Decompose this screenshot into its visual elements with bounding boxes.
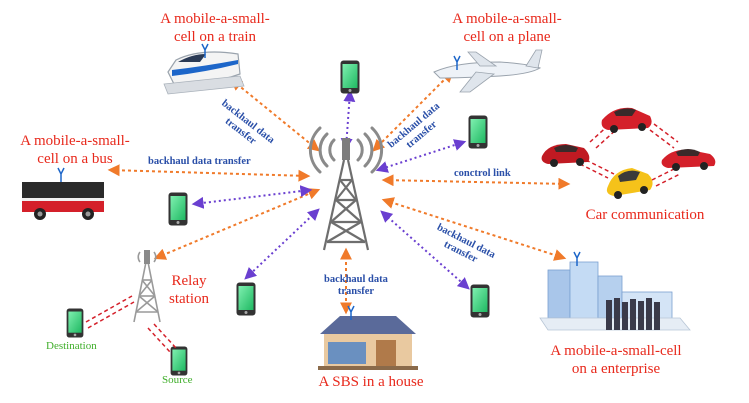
train-icon <box>163 43 245 95</box>
link-label-bus: backhaul data transfer <box>148 156 251 167</box>
control-link <box>381 174 571 190</box>
label-train-line1: A mobile-a-small- <box>160 11 270 27</box>
link-label-control: conctrol link <box>454 168 511 179</box>
car-icon-top <box>601 107 652 133</box>
plane-icon <box>433 49 543 93</box>
link-label-house: backhaul data transfer <box>324 274 388 298</box>
label-train: A mobile-a-small- cell on a train <box>140 10 290 46</box>
backhaul-link-bus <box>107 164 311 182</box>
label-relay-line1: Relay <box>171 273 207 289</box>
label-enterprise: A mobile-a-small-cell on a enterprise <box>536 342 696 378</box>
label-plane-line1: A mobile-a-small- <box>452 11 562 27</box>
label-train-line2: cell on a train <box>173 29 257 45</box>
phone-icon-source <box>170 346 188 376</box>
label-enterprise-line2: on a enterprise <box>571 361 661 377</box>
phone-icon-left <box>168 192 188 226</box>
label-plane-line2: cell on a plane <box>463 29 551 45</box>
phone-icon-bottom-right <box>470 284 490 318</box>
car-icon-left <box>541 144 590 167</box>
label-relay-line2: station <box>169 291 209 307</box>
backhaul-link-train <box>230 78 320 152</box>
macro-base-station <box>308 126 384 251</box>
access-link-bottom-right-phone <box>380 210 470 290</box>
backhaul-link-plane <box>372 70 454 152</box>
access-link-left-phone <box>191 185 313 209</box>
phone-icon-top <box>340 60 360 94</box>
access-link-right-phone <box>375 139 467 173</box>
label-house: A SBS in a house <box>318 374 424 390</box>
phone-icon-bottom-left <box>236 282 256 316</box>
link-label-house-line2: transfer <box>337 286 375 297</box>
label-relay-station: Relay station <box>158 272 220 308</box>
car-communication-group <box>541 107 716 199</box>
label-enterprise-line1: A mobile-a-small-cell <box>550 343 682 359</box>
bus-icon <box>22 167 104 220</box>
enterprise-icon <box>539 251 691 331</box>
label-destination: Destination <box>46 340 97 352</box>
label-bus-line2: cell on a bus <box>37 151 113 167</box>
access-link-bottom-left-phone <box>244 208 320 280</box>
relay-station-icon <box>85 250 177 353</box>
label-plane: A mobile-a-small- cell on a plane <box>432 10 582 46</box>
car-icon-right <box>661 149 716 171</box>
link-label-house-line1: backhaul data <box>324 274 388 285</box>
car-icon-bottom <box>606 168 653 199</box>
label-source: Source <box>162 374 193 386</box>
label-car-communication: Car communication <box>585 207 705 223</box>
phone-icon-right <box>468 115 488 149</box>
label-bus-line1: A mobile-a-small- <box>20 133 130 149</box>
phone-icon-destination <box>66 308 84 338</box>
backhaul-link-enterprise <box>381 197 567 261</box>
label-bus: A mobile-a-small- cell on a bus <box>0 132 150 168</box>
house-icon <box>318 305 418 370</box>
